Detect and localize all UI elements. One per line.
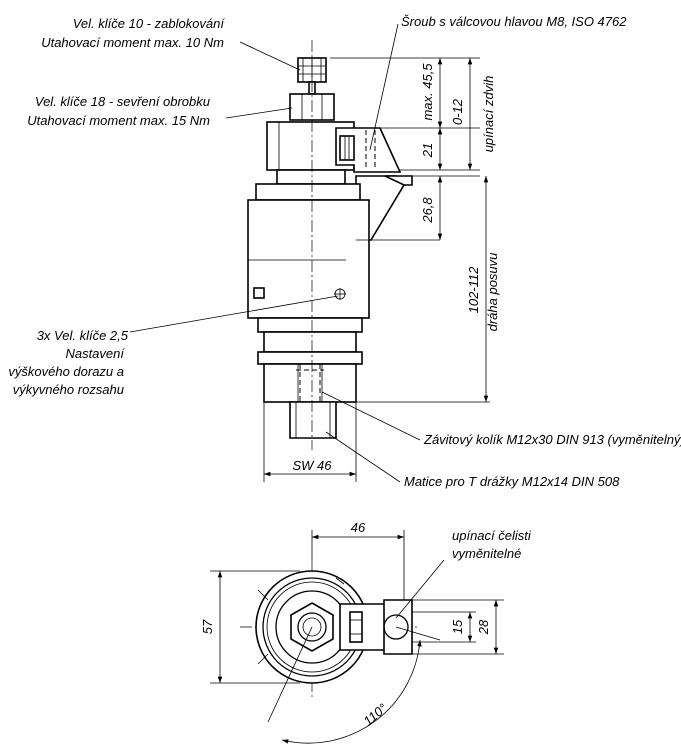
dim-max-height: max. 45,5 bbox=[420, 63, 435, 121]
dim-sw46: SW 46 bbox=[292, 458, 332, 473]
label-screw: Šroub s válcovou hlavou M8, ISO 4762 bbox=[401, 14, 627, 29]
label-wrench10-line1: Vel. klíče 10 - zablokování bbox=[73, 16, 226, 31]
dim-travel-value: 102-112 bbox=[466, 266, 481, 314]
label-wrench10-line2: Utahovací moment max. 10 Nm bbox=[41, 35, 224, 50]
main-body bbox=[247, 183, 370, 403]
side-dimensions bbox=[263, 57, 490, 482]
label-pin: Závitový kolík M12x30 DIN 913 (vyměnitel… bbox=[423, 432, 681, 447]
label-hex25-line2: Nastavení bbox=[65, 346, 125, 361]
side-labels: Vel. klíče 10 - zablokování Utahovací mo… bbox=[8, 14, 681, 489]
dim-angle: 110° bbox=[360, 700, 390, 728]
t-slot-nut bbox=[289, 401, 337, 439]
top-view bbox=[240, 560, 420, 700]
dim-57: 57 bbox=[200, 619, 215, 634]
side-dimension-texts: max. 45,5 0-12 upínací zdvih 21 26,8 102… bbox=[292, 63, 500, 473]
label-wrench18-line1: Vel. klíče 18 - sevření obrobku bbox=[35, 94, 210, 109]
top-dimensions bbox=[210, 530, 504, 744]
label-wrench18-line2: Utahovací moment max. 15 Nm bbox=[27, 113, 210, 128]
label-hex25-line1: 3x Vel. klíče 2,5 bbox=[37, 328, 129, 343]
dim-travel-label: dráha posuvu bbox=[485, 253, 500, 332]
label-jaws-line2: vyměnitelné bbox=[452, 546, 521, 561]
label-nut: Matice pro T drážky M12x14 DIN 508 bbox=[404, 474, 620, 489]
side-view bbox=[247, 40, 413, 450]
label-hex25-line3: výškového dorazu a bbox=[8, 364, 124, 379]
dim-clamp-stroke-value: 0-12 bbox=[450, 98, 465, 125]
label-hex25-line4: výkyvného rozsahu bbox=[13, 382, 124, 397]
side-leaders bbox=[129, 23, 421, 483]
label-jaws-line1: upínací čelisti bbox=[452, 528, 532, 543]
dim-28: 28 bbox=[476, 619, 491, 635]
dim-clamp-stroke-label: upínací zdvih bbox=[481, 76, 496, 153]
dim-21: 21 bbox=[420, 143, 435, 158]
dim-top-46: 46 bbox=[351, 520, 366, 535]
dim-15: 15 bbox=[450, 619, 465, 634]
dim-26-8: 26,8 bbox=[420, 197, 435, 224]
clamp-head bbox=[266, 121, 402, 185]
